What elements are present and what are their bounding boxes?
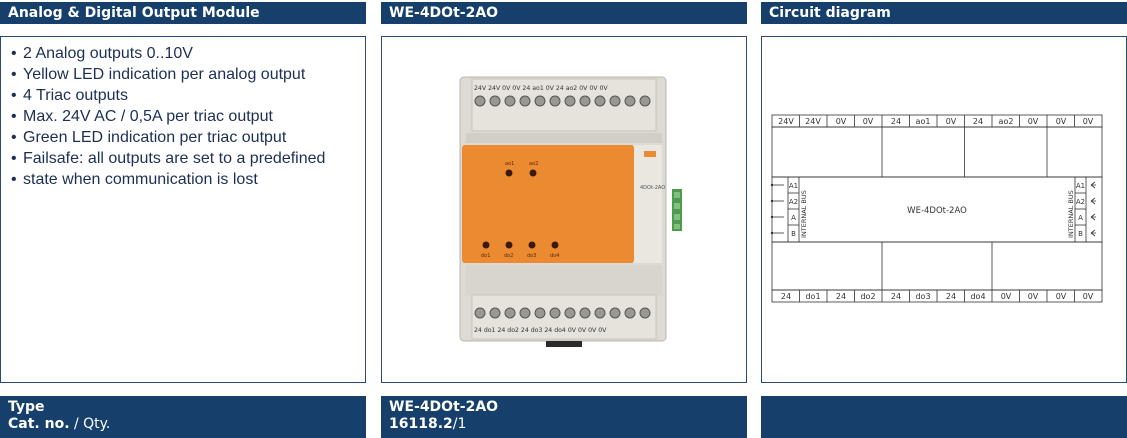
led-do4 (551, 241, 559, 249)
feature-item: 2 Analog outputs 0..10V (11, 43, 355, 64)
terminal-label: 24V (778, 117, 794, 126)
feature-item: Yellow LED indication per analog output (11, 64, 355, 85)
feature-item: Failsafe: all outputs are set to a prede… (11, 148, 355, 169)
module-name: WE-4DOt-2AO (907, 206, 967, 216)
left-bus-pins: A1 A2 A B (789, 182, 798, 238)
terminal-label: ao2 (999, 117, 1014, 126)
terminal-label: 0V (836, 117, 847, 126)
qty-value: /1 (452, 416, 467, 432)
led-label-do1: do1 (481, 253, 490, 259)
led-ao2 (529, 169, 537, 177)
din-clip (546, 341, 582, 347)
led-label-do2: do2 (504, 253, 513, 259)
terminal-label: 24 (946, 292, 956, 301)
led-label-do4: do4 (550, 253, 559, 259)
terminal-label: 0V (946, 117, 957, 126)
bus-pin-label: A2 (789, 198, 798, 206)
device-top-labels: 24V 24V 0V 0V 24 ao1 0V 24 ao2 0V 0V 0V (474, 85, 608, 92)
type-label: Type (8, 399, 45, 415)
terminal-label: 0V (1056, 292, 1067, 301)
footer-labels: Type Cat. no. / Qty. (0, 396, 366, 438)
bus-pin-label: A2 (1076, 198, 1085, 206)
terminal-label: 0V (1028, 117, 1039, 126)
features-header: Analog & Digital Output Module (0, 2, 366, 24)
circuit-panel: 24V 24V 0V 0V 24 ao1 0V 24 ao2 0V 0V 0V … (761, 36, 1127, 383)
feature-item: Green LED indication per triac output (11, 127, 355, 148)
bottom-terminal-labels: 24 do1 24 do2 24 do3 24 do4 0V 0V 0V 0V (781, 292, 1094, 301)
features-panel: 2 Analog outputs 0..10V Yellow LED indic… (0, 36, 366, 383)
terminal-label: do2 (860, 292, 875, 301)
terminal-label: 24 (891, 292, 901, 301)
bus-pin-label: B (791, 230, 796, 238)
led-ao1 (505, 169, 513, 177)
bus-label-left: INTERNAL BUS (800, 190, 808, 238)
led-do2 (505, 241, 513, 249)
bus-pin-label: B (1078, 230, 1083, 238)
terminal-label: 0V (863, 117, 874, 126)
terminal-label: 24V (805, 117, 821, 126)
bus-pin-label: A1 (789, 182, 798, 190)
device-image: 24V 24V 0V 0V 24 ao1 0V 24 ao2 0V 0V 0V … (459, 76, 682, 347)
terminal-label: do1 (805, 292, 820, 301)
terminal-label: 0V (1056, 117, 1067, 126)
led-label-ao1: ao1 (505, 161, 514, 167)
led-label-ao2: ao2 (529, 161, 538, 167)
device-bottom-labels: 24 do1 24 do2 24 do3 24 do4 0V 0V 0V 0V (474, 327, 607, 334)
terminal-label: 24 (891, 117, 901, 126)
feature-list: 2 Analog outputs 0..10V Yellow LED indic… (1, 37, 365, 190)
footer-values: WE-4DOt-2AO 16118.2/1 (381, 396, 747, 438)
bottom-terminal-screws (474, 307, 651, 319)
qty-label: / Qty. (73, 416, 111, 432)
terminal-label: 24 (781, 292, 791, 301)
terminal-label: ao1 (916, 117, 931, 126)
front-plate (462, 145, 634, 263)
cat-value: 16118.2 (389, 416, 453, 432)
device-tag: 4DOt-2AO (640, 185, 665, 191)
feature-item: 4 Triac outputs (11, 85, 355, 106)
terminal-label: 24 (836, 292, 846, 301)
product-panel: 24V 24V 0V 0V 24 ao1 0V 24 ao2 0V 0V 0V … (381, 36, 747, 383)
led-do1 (482, 241, 490, 249)
top-terminal-labels: 24V 24V 0V 0V 24 ao1 0V 24 ao2 0V 0V 0V (778, 117, 1094, 126)
terminal-label: 0V (1083, 117, 1094, 126)
feature-item-continuation: state when communication is lost (11, 169, 355, 190)
circuit-diagram: 24V 24V 0V 0V 24 ao1 0V 24 ao2 0V 0V 0V … (770, 114, 1103, 303)
side-connector (672, 189, 682, 231)
terminal-label: do3 (915, 292, 930, 301)
footer-empty (761, 396, 1127, 438)
type-value: WE-4DOt-2AO (389, 399, 499, 415)
product-header: WE-4DOt-2AO (381, 2, 747, 24)
cat-label: Cat. no. (8, 416, 70, 432)
circuit-header: Circuit diagram (761, 2, 1127, 24)
bus-label-right: INTERNAL BUS (1067, 190, 1075, 238)
feature-item: Max. 24V AC / 0,5A per triac output (11, 106, 355, 127)
terminal-label: 0V (1083, 292, 1094, 301)
right-bus-pins: A1 A2 A B (1076, 182, 1085, 238)
terminal-label: do4 (970, 292, 985, 301)
terminal-label: 0V (1028, 292, 1039, 301)
terminal-label: 24 (973, 117, 983, 126)
bus-pin-label: A1 (1076, 182, 1085, 190)
bus-pin-label: A (1078, 214, 1083, 222)
led-do3 (528, 241, 536, 249)
led-label-do3: do3 (527, 253, 536, 259)
terminal-label: 0V (1001, 292, 1012, 301)
top-terminal-screws (474, 95, 651, 107)
bus-pin-label: A (791, 214, 796, 222)
